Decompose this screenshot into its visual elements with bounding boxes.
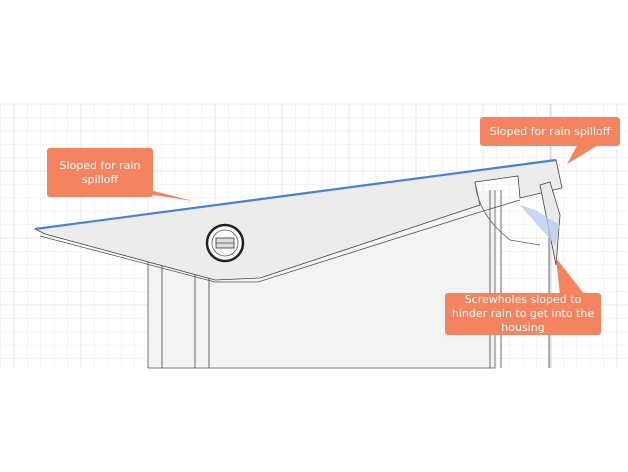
screw-callout: Screwholes sloped to hinder rain to get … — [445, 293, 601, 335]
left-callout: Sloped for rain spilloff — [47, 148, 153, 197]
housing-model — [33, 144, 600, 369]
right-callout-pointer — [567, 144, 600, 164]
right-callout: Sloped for rain spilloff — [480, 117, 620, 146]
top-edge-highlight — [34, 158, 557, 231]
screw-callout-pointer — [556, 258, 585, 295]
